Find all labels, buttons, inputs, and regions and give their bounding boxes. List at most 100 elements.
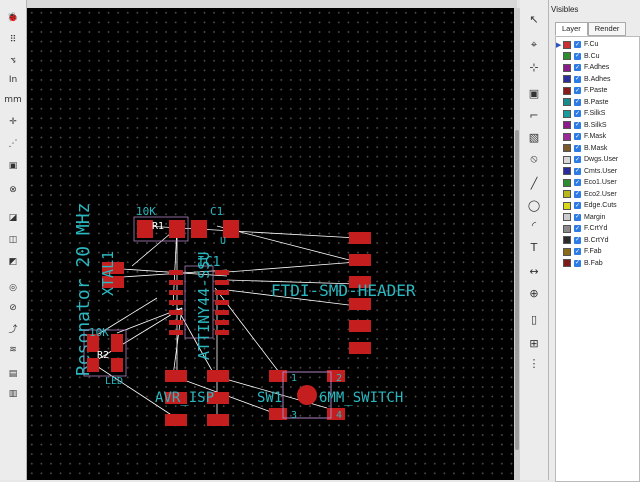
zone-outline-icon[interactable]: ◫ — [8, 235, 18, 245]
layer-visibility-checkbox[interactable]: ✓ — [574, 98, 581, 106]
layer-row[interactable]: ✓B.Adhes — [556, 74, 639, 85]
layer-color-swatch[interactable] — [563, 132, 571, 141]
layer-row[interactable]: ✓Eco2.User — [556, 189, 639, 200]
layer-visibility-checkbox[interactable]: ✓ — [574, 41, 581, 48]
layer-color-swatch[interactable] — [563, 155, 571, 164]
ratsnest-icon[interactable]: ⋰ — [8, 139, 18, 149]
layer-color-swatch[interactable] — [563, 213, 571, 221]
add-line-icon[interactable]: ╱ — [530, 176, 538, 190]
layer-row[interactable]: ✓F.SilkS — [556, 108, 639, 119]
layer-color-swatch[interactable] — [563, 98, 571, 106]
layer-visibility-checkbox[interactable]: ✓ — [574, 248, 581, 255]
layer-row[interactable]: ✓F.Mask — [556, 131, 639, 142]
layer-visibility-checkbox[interactable]: ✓ — [574, 179, 581, 186]
layer-color-swatch[interactable] — [563, 236, 571, 244]
layer-row[interactable]: ✓Eco1.User — [556, 177, 639, 188]
add-dimension-icon[interactable]: ↔ — [529, 264, 539, 278]
layers-manager-icon[interactable]: ▥ — [8, 389, 18, 399]
layer-row[interactable]: ✓B.Mask — [556, 143, 639, 154]
layer-row[interactable]: ✓Cmts.User — [556, 166, 639, 177]
layer-visibility-checkbox[interactable]: ✓ — [574, 259, 581, 267]
add-circle-icon[interactable]: ◯ — [527, 198, 541, 212]
select-cursor-icon[interactable]: ↖ — [529, 12, 539, 26]
cursor-shape-icon[interactable]: ✛ — [9, 117, 17, 127]
add-footprint-icon[interactable]: ▣ — [528, 86, 540, 100]
layer-color-swatch[interactable] — [563, 224, 571, 233]
route-tracks-icon[interactable]: ⌐ — [529, 108, 539, 122]
set-drill-origin-icon[interactable]: ⊞ — [529, 336, 539, 350]
layer-visibility-checkbox[interactable]: ✓ — [574, 52, 581, 60]
add-text-icon[interactable]: T — [530, 240, 538, 254]
design-rules-check-icon[interactable]: 🐞 — [7, 13, 19, 23]
module-ratsnest-icon[interactable]: ▣ — [8, 161, 18, 171]
ftdi-header-footprint[interactable]: FTDI-SMD-HEADER — [271, 232, 416, 354]
layer-row[interactable]: ▶✓F.Cu — [556, 39, 639, 50]
layer-color-swatch[interactable] — [563, 178, 571, 187]
layer-visibility-checkbox[interactable]: ✓ — [574, 64, 581, 71]
layer-row[interactable]: ✓F.Paste — [556, 85, 639, 96]
layer-visibility-checkbox[interactable]: ✓ — [574, 213, 581, 221]
layer-visibility-checkbox[interactable]: ✓ — [574, 190, 581, 198]
layer-color-swatch[interactable] — [563, 201, 571, 210]
layer-visibility-checkbox[interactable]: ✓ — [574, 110, 581, 117]
pcb-canvas[interactable] — [27, 8, 517, 480]
grid-toggle-icon[interactable]: ⠿ — [9, 35, 17, 45]
layer-row[interactable]: ✓F.CrtYd — [556, 223, 639, 234]
layer-row[interactable]: ✓B.SilkS — [556, 120, 639, 131]
local-ratsnest-icon[interactable]: ⊹ — [529, 60, 539, 74]
pads-sketch-icon[interactable]: ◎ — [9, 283, 17, 293]
mm-units-button[interactable]: mm — [4, 95, 22, 105]
layer-color-swatch[interactable] — [563, 167, 571, 175]
set-grid-origin-icon[interactable]: ⋮ — [528, 356, 540, 370]
scrollbar-thumb[interactable] — [515, 130, 519, 450]
layer-color-swatch[interactable] — [563, 121, 571, 129]
layer-color-swatch[interactable] — [563, 63, 571, 72]
layer-visibility-checkbox[interactable]: ✓ — [574, 87, 581, 94]
layer-row[interactable]: ✓B.Cu — [556, 51, 639, 62]
resonator-footprint[interactable]: Resonator 20 MHz XTAL1 — [73, 203, 124, 376]
inches-units-button[interactable]: In — [8, 75, 18, 85]
layer-visibility-checkbox[interactable]: ✓ — [574, 121, 581, 129]
layer-row[interactable]: ✓Edge.Cuts — [556, 200, 639, 211]
layer-visibility-checkbox[interactable]: ✓ — [574, 167, 581, 175]
layer-visibility-checkbox[interactable]: ✓ — [574, 133, 581, 140]
add-zone-icon[interactable]: ▧ — [528, 130, 540, 144]
delete-items-icon[interactable]: ▯ — [530, 312, 538, 326]
layer-alignment-target-icon[interactable]: ⊕ — [529, 286, 539, 300]
layer-row[interactable]: ✓B.Fab — [556, 258, 639, 269]
ic1-attiny-footprint[interactable]: ATTINY44-SSU IC1 — [169, 252, 229, 360]
capacitor-c1-footprint[interactable]: C1 U — [191, 205, 239, 247]
layer-color-swatch[interactable] — [563, 259, 571, 267]
high-contrast-icon[interactable]: ≋ — [9, 345, 17, 355]
layer-row[interactable]: ✓B.CrtYd — [556, 235, 639, 246]
tracks-sketch-icon[interactable]: ⤴ — [8, 324, 18, 335]
zone-sketch-icon[interactable]: ◩ — [8, 257, 18, 267]
layer-visibility-checkbox[interactable]: ✓ — [574, 144, 581, 152]
layer-row[interactable]: ✓Margin — [556, 212, 639, 223]
layer-color-swatch[interactable] — [563, 109, 571, 118]
layer-row[interactable]: ✓B.Paste — [556, 97, 639, 108]
layer-visibility-checkbox[interactable]: ✓ — [574, 236, 581, 244]
resistor-r1-footprint[interactable]: 10K R1 — [133, 205, 189, 242]
tab-render[interactable]: Render — [587, 22, 627, 36]
keepout-area-icon[interactable]: ⦸ — [530, 152, 538, 165]
layer-color-swatch[interactable] — [563, 247, 571, 256]
microwave-toolbar-icon[interactable]: ▤ — [8, 369, 18, 379]
highlight-net-icon[interactable]: ⌖ — [530, 38, 538, 51]
layer-visibility-checkbox[interactable]: ✓ — [574, 75, 581, 83]
switch-footprint[interactable]: SW1 6MM_SWITCH 1 2 3 4 — [257, 370, 403, 421]
zone-fill-icon[interactable]: ◪ — [8, 213, 18, 223]
layer-color-swatch[interactable] — [563, 40, 571, 49]
layer-color-swatch[interactable] — [563, 86, 571, 95]
layer-visibility-checkbox[interactable]: ✓ — [574, 202, 581, 209]
layer-row[interactable]: ✓F.Adhes — [556, 62, 639, 73]
tab-layer[interactable]: Layer — [555, 22, 588, 36]
layer-row[interactable]: ✓F.Fab — [556, 246, 639, 257]
vias-sketch-icon[interactable]: ⊘ — [9, 303, 17, 313]
layer-color-swatch[interactable] — [563, 75, 571, 83]
layer-row[interactable]: ✓Dwgs.User — [556, 154, 639, 165]
layer-color-swatch[interactable] — [563, 52, 571, 60]
led-r2-footprint[interactable]: 10K R2 LED — [83, 326, 127, 387]
layer-visibility-checkbox[interactable]: ✓ — [574, 156, 581, 163]
layer-visibility-checkbox[interactable]: ✓ — [574, 225, 581, 232]
